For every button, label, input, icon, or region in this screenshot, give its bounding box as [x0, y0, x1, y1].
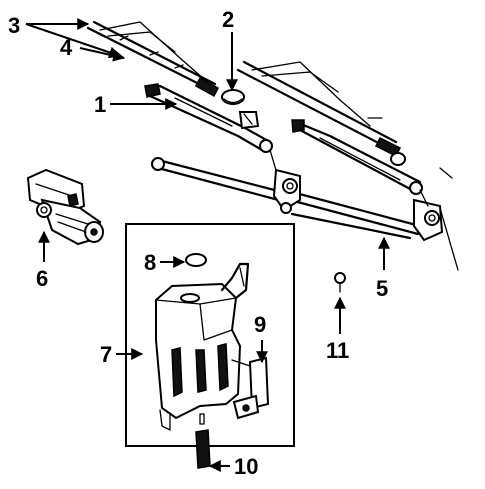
wiper-linkage	[151, 117, 459, 271]
callout-6: 6	[36, 266, 48, 291]
right-wiper-blade	[236, 60, 402, 158]
callout-4: 4	[60, 35, 73, 60]
leader-lines	[25, 18, 390, 472]
right-wiper-arm	[291, 119, 423, 195]
callout-11: 11	[326, 338, 349, 363]
callout-3: 3	[8, 13, 20, 38]
left-wiper-blade	[86, 20, 219, 98]
callout-2: 2	[222, 7, 234, 32]
washer-reservoir-group-frame	[125, 223, 295, 447]
reservoir-grommet	[185, 253, 207, 267]
left-wiper-arm	[144, 83, 273, 153]
callout-8: 8	[144, 250, 156, 275]
wiper-motor	[26, 168, 104, 246]
washer-pump	[195, 413, 211, 469]
washer-pump-bracket	[232, 356, 270, 420]
fastener-clip	[334, 272, 346, 293]
callout-1: 1	[94, 92, 106, 117]
callout-10: 10	[234, 454, 258, 479]
callout-7: 7	[100, 342, 112, 367]
callout-5: 5	[376, 276, 388, 301]
callout-9: 9	[254, 312, 266, 337]
pivot-cap	[221, 89, 245, 105]
